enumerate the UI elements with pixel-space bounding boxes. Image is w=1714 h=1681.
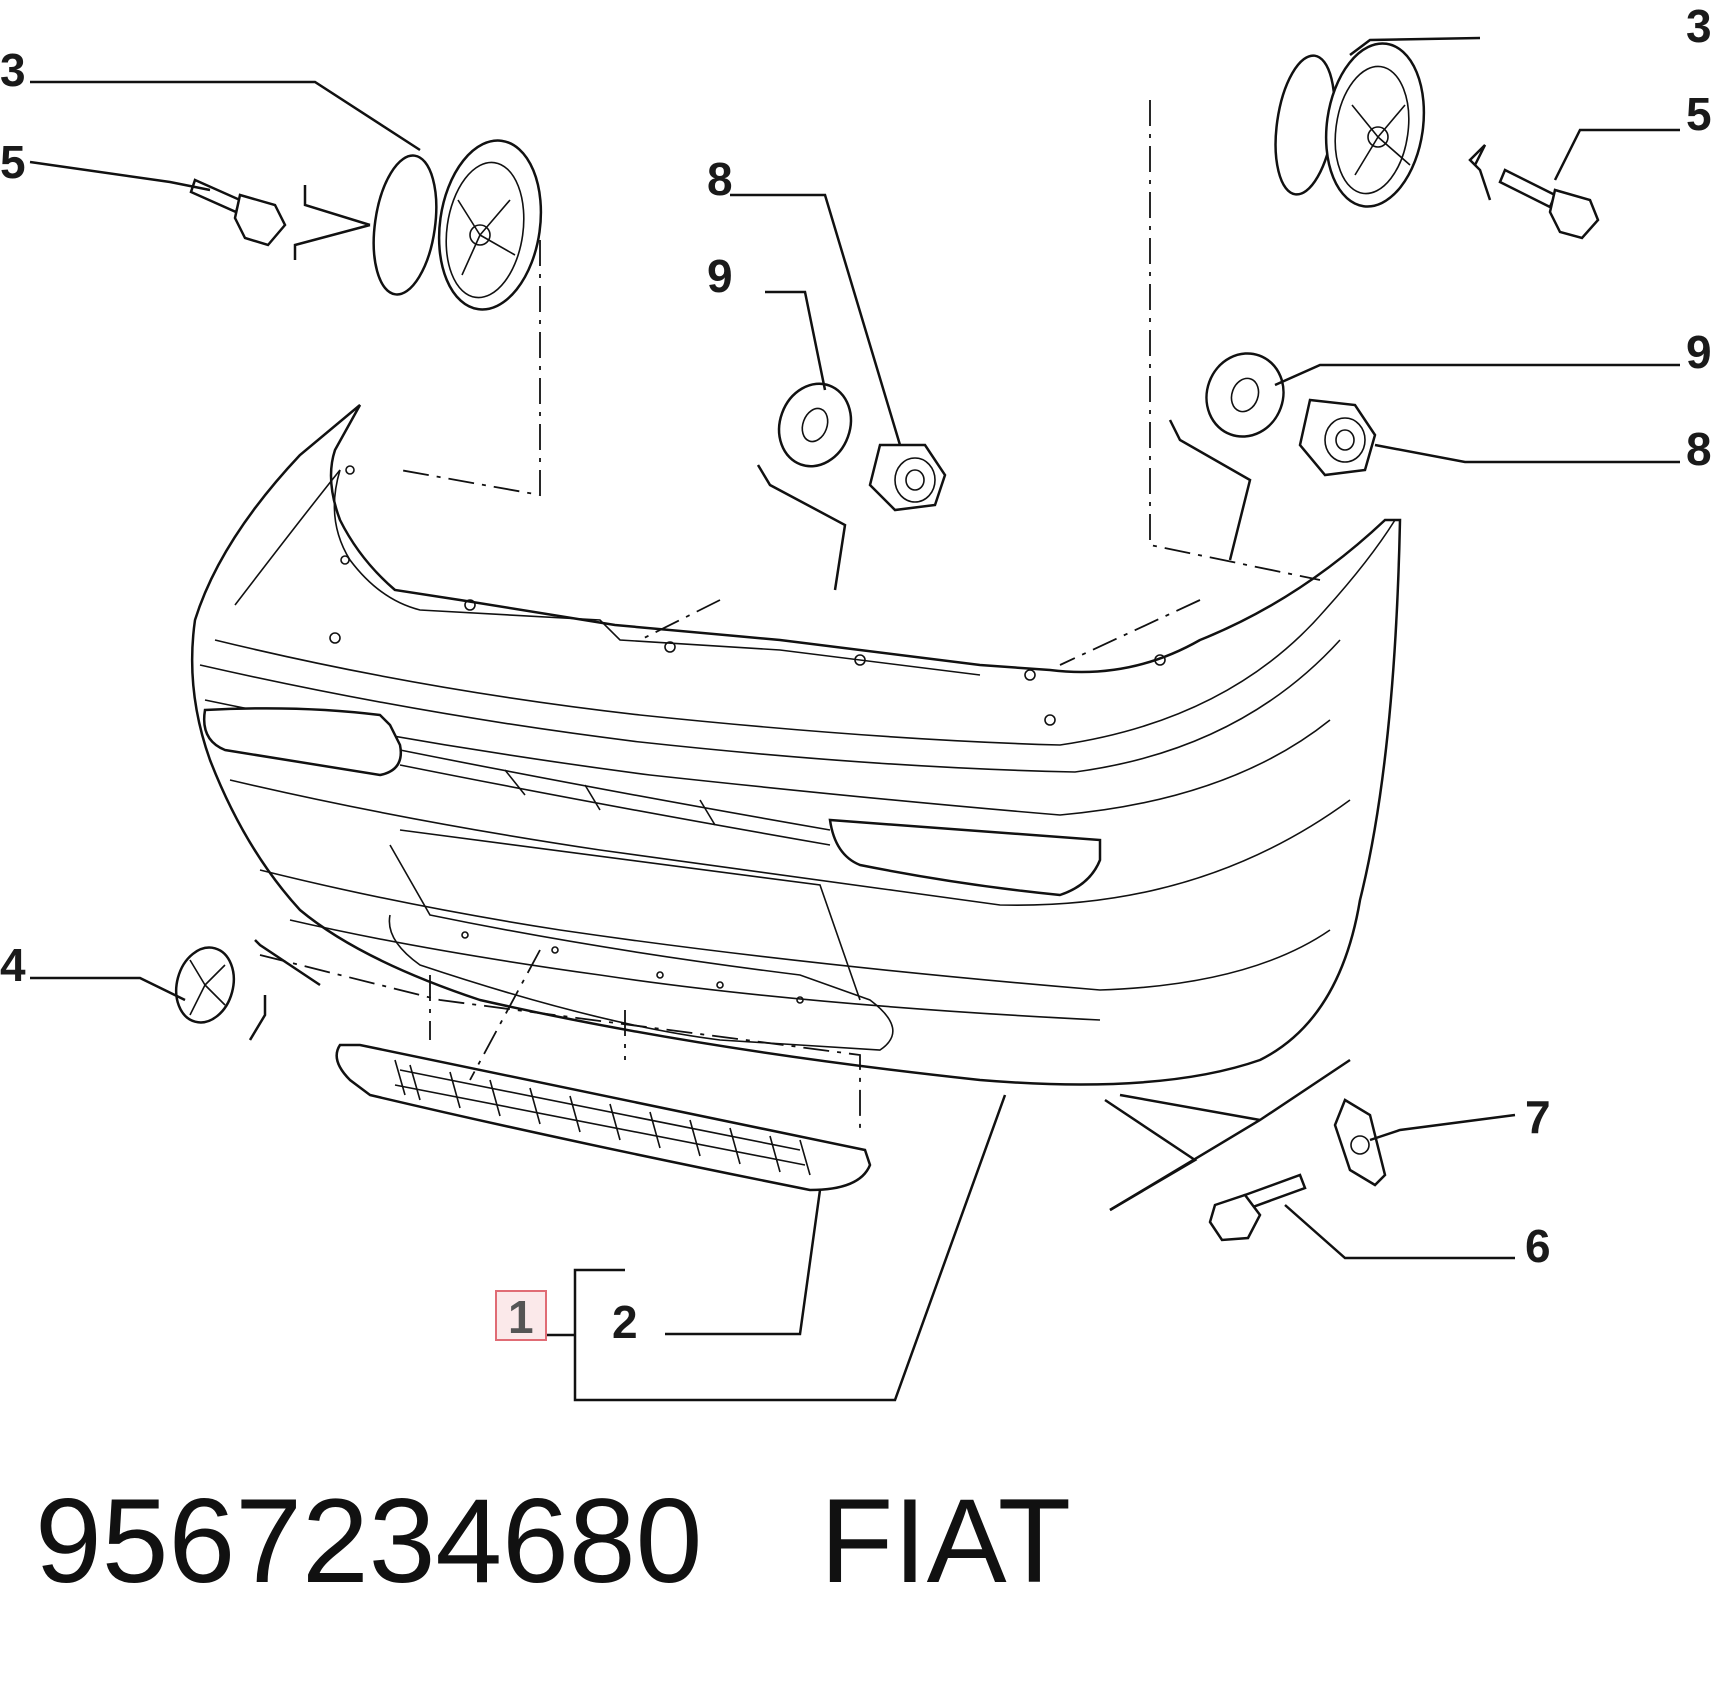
bushing-right bbox=[1274, 42, 1426, 208]
screw-right bbox=[1498, 168, 1600, 240]
callout-4: 4 bbox=[0, 939, 26, 991]
front-bumper bbox=[190, 404, 1402, 1086]
callout-9-right: 9 bbox=[1686, 326, 1712, 378]
callout-7: 7 bbox=[1525, 1091, 1551, 1143]
callout-9-center: 9 bbox=[707, 250, 733, 302]
callout-5-right: 5 bbox=[1686, 88, 1712, 140]
washer-right bbox=[1205, 352, 1285, 438]
guide-lines bbox=[259, 100, 1321, 1130]
nut-right bbox=[1298, 398, 1377, 477]
bushing-left bbox=[372, 139, 543, 311]
callout-3-right: 3 bbox=[1686, 0, 1712, 52]
callout-2: 2 bbox=[612, 1296, 638, 1348]
clip-left bbox=[174, 946, 236, 1024]
callout-8-center: 8 bbox=[707, 153, 733, 205]
brand-name: FIAT bbox=[820, 1474, 1071, 1608]
callout-5-left: 5 bbox=[0, 136, 26, 188]
callout-6: 6 bbox=[1525, 1220, 1551, 1272]
callout-8-right: 8 bbox=[1686, 423, 1712, 475]
callout-1: 1 bbox=[508, 1291, 534, 1343]
callout-3-left: 3 bbox=[0, 44, 26, 96]
screw-bottom bbox=[1208, 1173, 1307, 1242]
leader-lines bbox=[29, 36, 1680, 1402]
lower-grille bbox=[335, 1043, 872, 1192]
speed-nut bbox=[1333, 1098, 1387, 1187]
nut-center bbox=[868, 443, 947, 512]
part-number: 9567234680 bbox=[35, 1474, 702, 1608]
callout-1-highlight-box bbox=[495, 1290, 547, 1341]
washer-center bbox=[777, 382, 853, 468]
